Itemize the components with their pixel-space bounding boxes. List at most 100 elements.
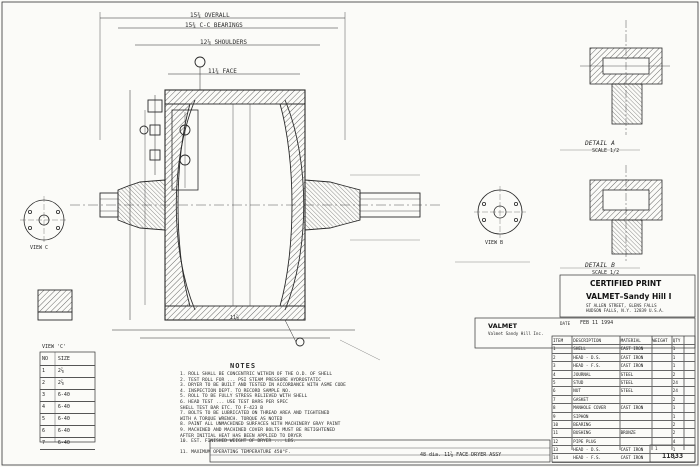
dim-face: 11¾ FACE	[208, 68, 237, 75]
table-cell	[652, 387, 672, 394]
table-cell: 9	[553, 413, 556, 419]
detail-b-scale: SCALE 1/2	[592, 270, 620, 276]
table-cell: CAST IRON	[620, 354, 644, 360]
company-name: VALMET–Sandy Hill I	[586, 292, 672, 301]
table-cell: HEAD - D.S.	[573, 354, 602, 360]
table-cell: 4	[672, 438, 676, 444]
table-cell: 7	[553, 396, 556, 402]
table-row: NO SIZE	[40, 354, 95, 366]
dim-face-ref: 11⅞	[230, 315, 240, 321]
table-cell: 7	[42, 440, 46, 446]
table-cell: ITEM	[553, 338, 564, 343]
table-cell	[652, 345, 672, 352]
table-cell: 2⅞	[57, 368, 64, 374]
table-cell: 1	[672, 363, 676, 369]
dim-between-bearings: 15¾ C-C BEARINGS	[185, 22, 243, 29]
note-line: 11. MAXIMUM OPERATING TEMPERATURE 450°F.	[180, 450, 291, 456]
detail-b-label: DETAIL B	[585, 262, 615, 269]
detail-a-scale: SCALE 1/2	[592, 148, 620, 154]
table-cell: CAST IRON	[620, 447, 644, 453]
table-cell	[652, 429, 672, 436]
company-address: ST ALLEN STREET, GLENS FALLS HUDSON FALL…	[586, 303, 665, 313]
table-cell: CAST IRON	[620, 455, 644, 461]
table-cell	[652, 413, 672, 420]
table-cell: 2	[42, 380, 46, 386]
table-cell: BRONZE	[620, 430, 636, 436]
left-end-view	[20, 196, 68, 244]
valmet-sub: Valmet Sandy Hill Inc.	[488, 331, 544, 336]
left-table-title: VIEW 'C'	[42, 344, 67, 350]
table-cell	[652, 371, 672, 378]
table-cell: STEEL	[620, 379, 634, 385]
table-cell	[652, 379, 672, 386]
view-c-label: VIEW C	[30, 245, 49, 251]
table-cell: MATERIAL	[620, 338, 641, 343]
table-cell: 2	[553, 354, 556, 360]
table-cell: DESCRIPTION	[573, 338, 602, 343]
table-cell: HEAD - F.S.	[573, 455, 602, 461]
notes-title: NOTES	[230, 362, 257, 370]
note-line: 3. DRYER TO BE BUILT AND TESTED IN ACCOR…	[180, 383, 346, 389]
table-cell: 1	[672, 413, 676, 419]
note-line: 2. TEST ROLL FOR ... PSI STEAM PRESSURE …	[180, 377, 322, 383]
detail-a-label: DETAIL A	[585, 140, 615, 147]
table-cell: 12	[553, 438, 559, 444]
table-cell: 1	[672, 447, 676, 453]
note-line: 4. INSPECTION DEPT. TO RECORD SAMPLE NO.	[180, 388, 291, 394]
table-cell	[620, 396, 652, 403]
table-cell: NUT	[573, 388, 581, 394]
table-cell: 2	[672, 371, 676, 377]
table-cell: BEARING	[573, 421, 591, 427]
table-cell	[652, 362, 672, 369]
note-line: 10. EST. FINISHED WEIGHT OF DRYER ... LB…	[180, 439, 297, 445]
date-value: FEB 11 1994	[580, 320, 614, 326]
table-cell: MANHOLE COVER	[573, 405, 607, 411]
table-cell	[652, 354, 672, 361]
table-cell: QTY	[672, 338, 681, 343]
table-cell: 6	[553, 388, 556, 394]
note-line: 8. PAINT ALL UNMACHINED SURFACES WITH MA…	[180, 422, 341, 428]
table-cell: 6-40	[57, 428, 70, 434]
table-cell: 3	[553, 363, 556, 369]
table-cell: NO	[42, 356, 49, 362]
table-cell: 1	[553, 346, 556, 352]
drawing-title: 48 dia. 11⅞ FACE DRYER ASSY	[420, 452, 502, 458]
table-cell: STEEL	[620, 388, 634, 394]
table-row: 12 PIPE PLUG 4	[552, 438, 695, 447]
table-cell: 10	[553, 421, 559, 427]
table-cell: 6-40	[57, 392, 70, 398]
table-cell: SHELL	[573, 346, 586, 352]
date-label: DATE	[560, 321, 571, 326]
table-cell: 6-40	[57, 416, 70, 422]
table-cell: 24	[672, 379, 678, 385]
table-cell: CAST IRON	[620, 363, 644, 369]
table-cell: HEAD - F.S.	[573, 363, 602, 369]
title-block-frame	[39, 274, 696, 463]
table-cell: PIPE PLUG	[573, 438, 596, 444]
table-cell: GASKET	[573, 396, 589, 402]
table-row: 6 NUT STEEL 24	[552, 387, 695, 396]
note-line: AFTER INITIAL HEAT HAS BEEN APPLIED TO D…	[180, 433, 302, 439]
table-cell	[620, 413, 652, 420]
table-cell: SIZE	[57, 356, 70, 362]
table-cell: 6-40	[57, 440, 70, 446]
note-line: WITH A TORQUE WRENCH. TORQUE AS NOTED	[180, 416, 283, 422]
table-cell: 2	[672, 396, 676, 402]
table-row: 7 6-40	[40, 438, 95, 450]
table-cell: 24	[672, 388, 678, 394]
table-cell	[652, 396, 672, 403]
table-cell: CAST IRON	[620, 346, 644, 352]
table-cell: 5	[553, 379, 556, 385]
table-cell: JOURNAL	[573, 371, 591, 377]
table-cell: 5	[42, 416, 46, 422]
main-section-view	[37, 12, 440, 347]
